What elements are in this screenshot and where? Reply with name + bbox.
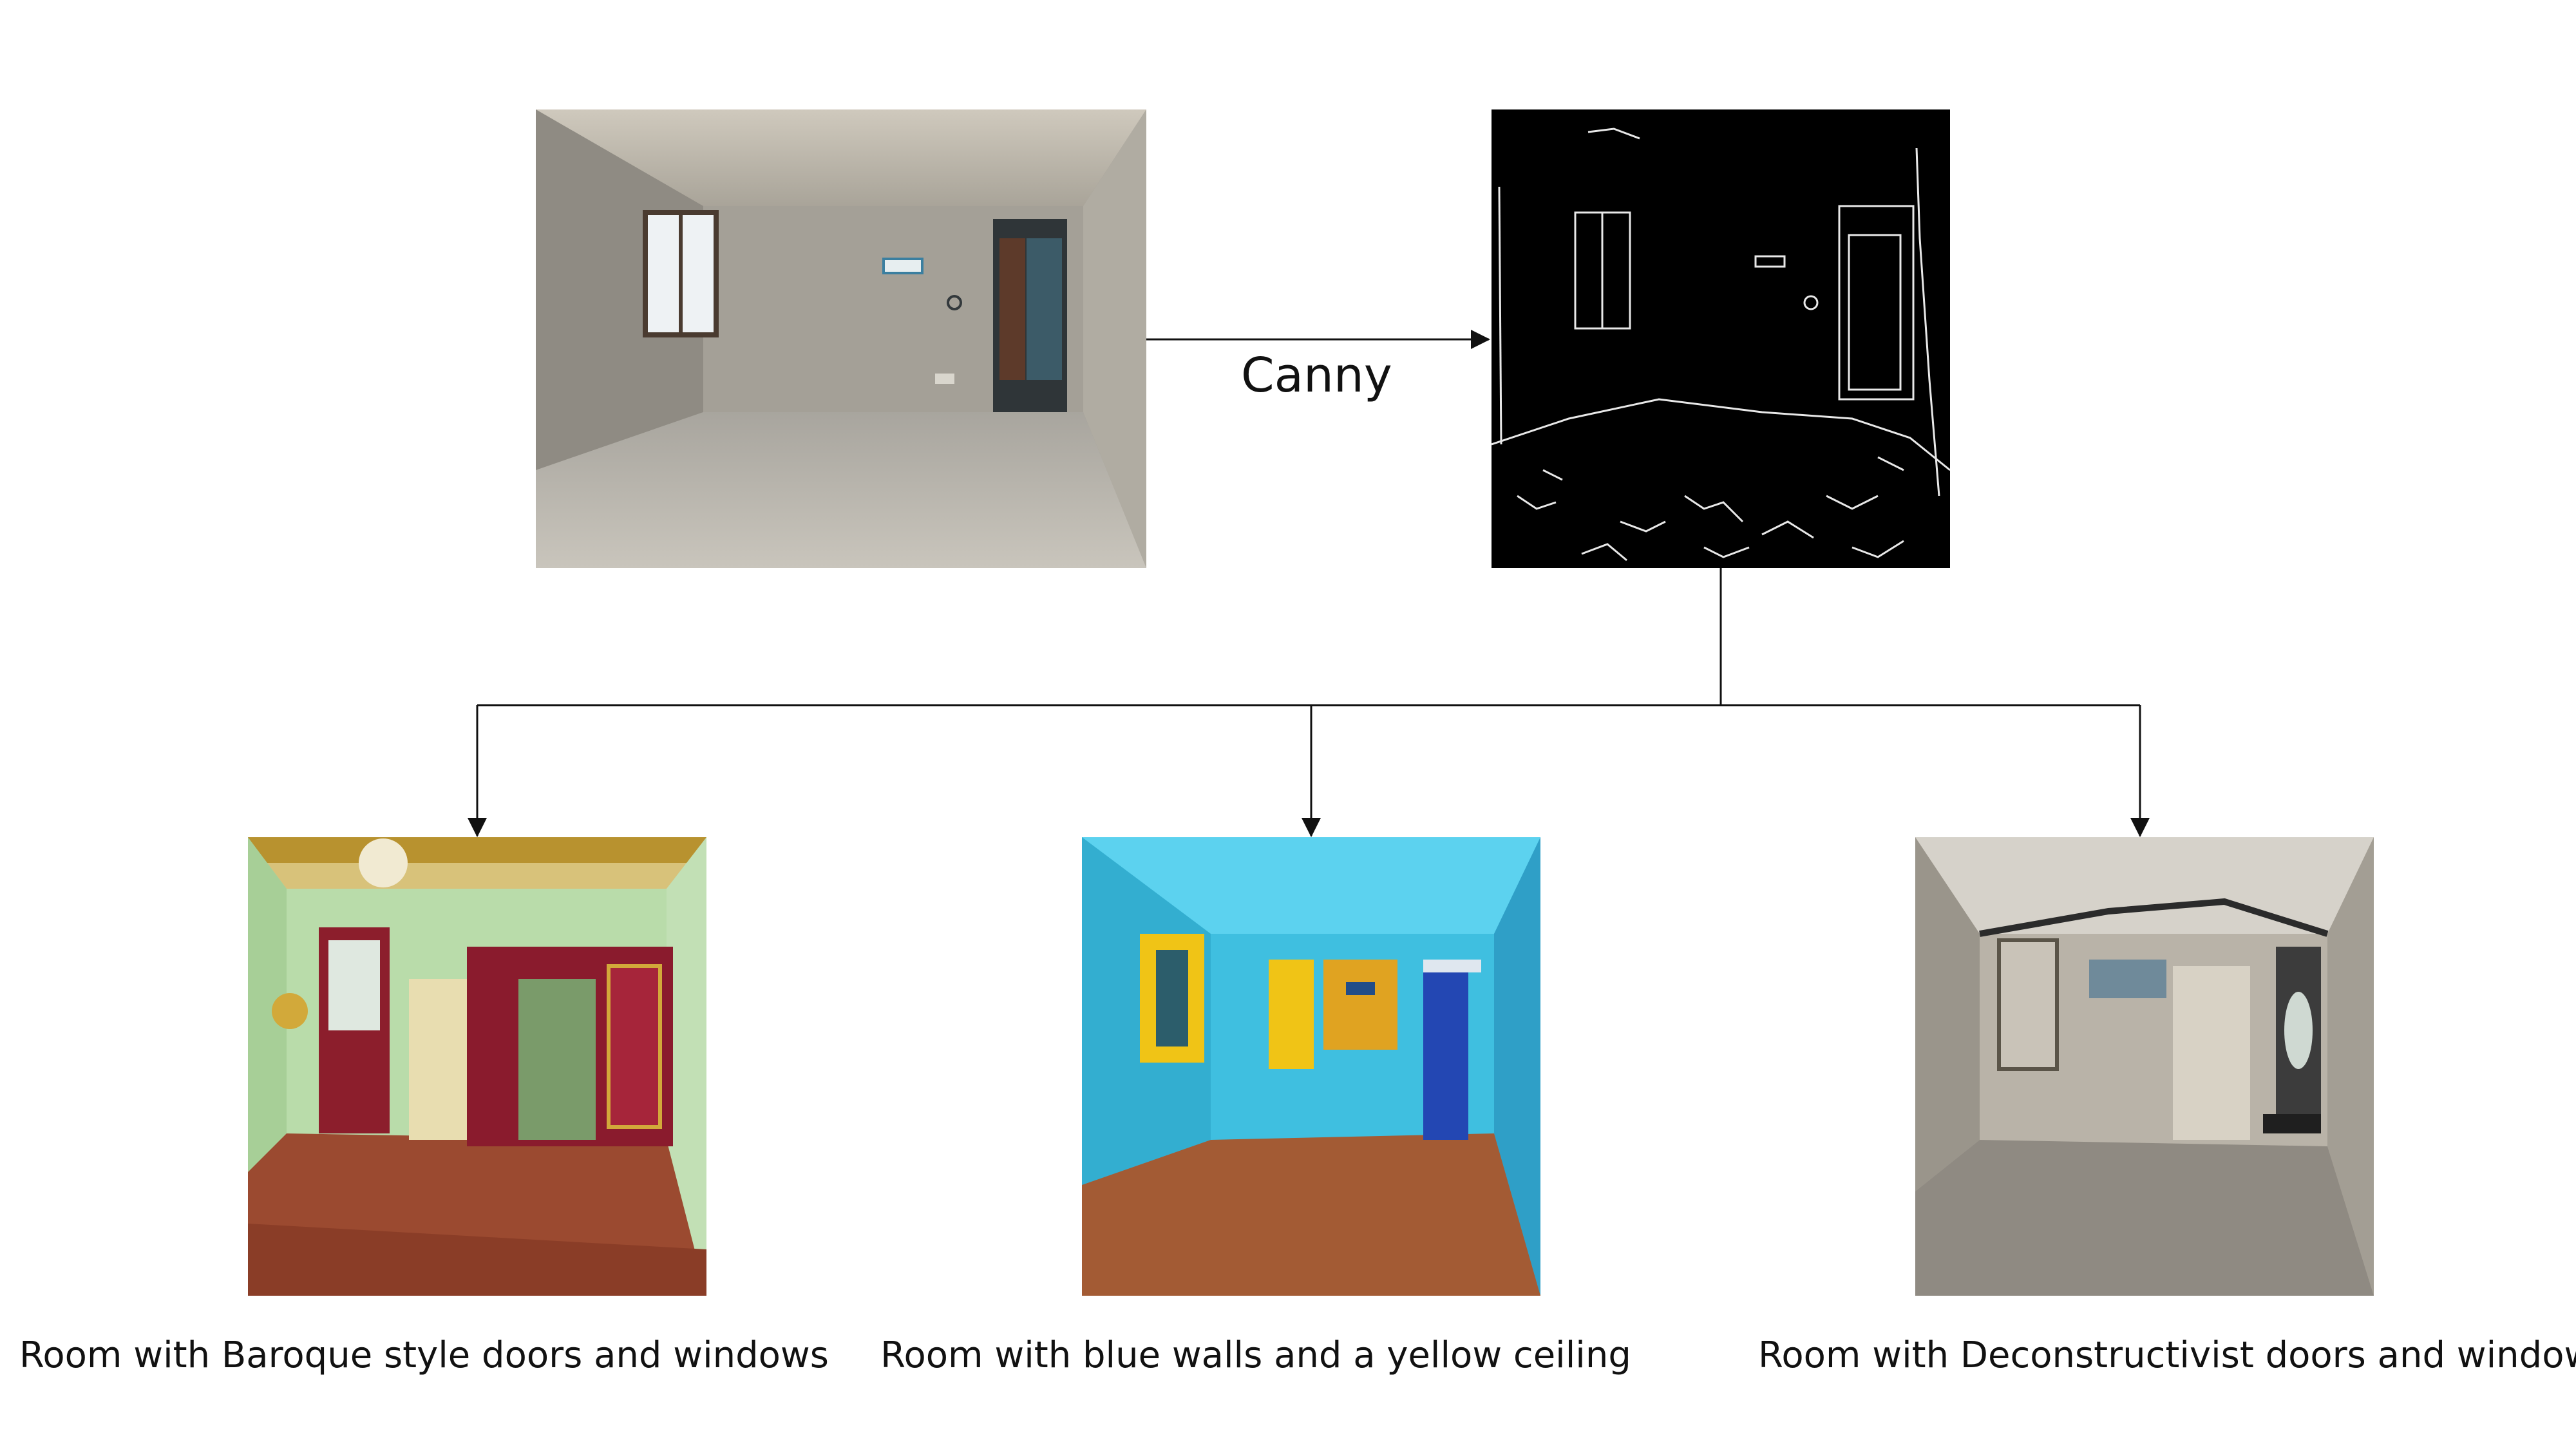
caption-deconstructivist: Room with Deconstructivist doors and win… bbox=[1758, 1334, 2576, 1376]
output-blue-room bbox=[1082, 837, 1540, 1296]
input-room-photo bbox=[536, 109, 1146, 568]
caption-blue-walls: Room with blue walls and a yellow ceilin… bbox=[880, 1334, 1631, 1376]
caption-baroque: Room with Baroque style doors and window… bbox=[19, 1334, 829, 1376]
output-deconstructivist-room bbox=[1915, 837, 2374, 1296]
edge-label-canny: Canny bbox=[1241, 348, 1392, 403]
output-baroque-room bbox=[248, 837, 706, 1296]
canny-edge-map bbox=[1492, 109, 1950, 568]
